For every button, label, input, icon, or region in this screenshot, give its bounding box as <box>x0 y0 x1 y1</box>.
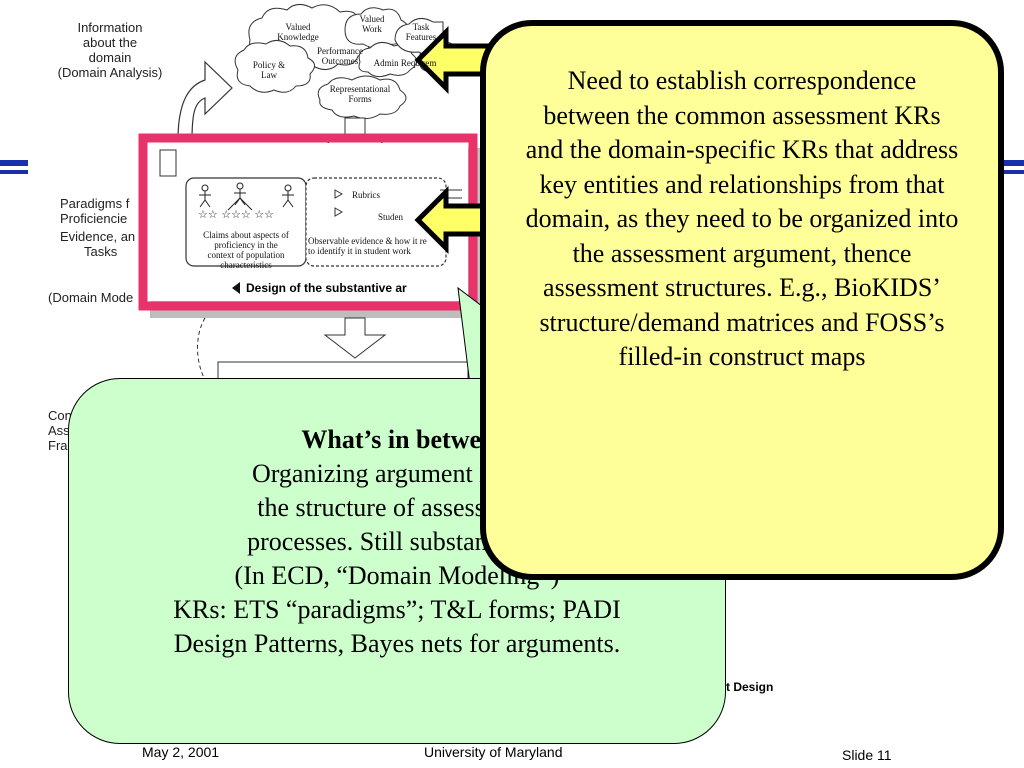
cloud-valued-knowledge: Valued Knowledge <box>277 22 319 42</box>
cloud-policy-law: Policy & Law <box>252 60 286 80</box>
population-figures <box>199 182 294 211</box>
star-glyphs: ☆☆ ☆☆☆ ☆☆ <box>198 208 274 221</box>
footer-slide: Slide 11 <box>842 747 892 763</box>
label-paradigms: Paradigms f Proficiencie Evidence, an Ta… <box>60 196 136 259</box>
label-conceptual: Con Ass Fra <box>48 408 72 453</box>
panel-caption: Design of the substantive ar <box>246 281 407 295</box>
yellow-callout-text: Need to establish correspondence between… <box>525 66 959 371</box>
cloud-representational-forms: Representational Forms <box>329 84 391 104</box>
student-label: Studen <box>378 212 404 222</box>
yellow-callout: Need to establish correspondence between… <box>480 20 1004 580</box>
rubrics-label: Rubrics <box>352 190 380 200</box>
footer-date: May 2, 2001 <box>142 744 220 760</box>
cloud-admin-requirements: Admin Requirem <box>373 58 437 68</box>
cloud-task-features: Task Features <box>405 22 437 42</box>
evidence-text: Observable evidence & how it re to ident… <box>308 236 427 256</box>
footer-org: University of Maryland <box>424 744 563 760</box>
label-domain-modeling: (Domain Mode <box>48 290 134 305</box>
claims-text: Claims about aspects of proficiency in t… <box>203 230 289 270</box>
green-line: Design Patterns, Bayes nets for argument… <box>173 629 621 658</box>
right-accent-bar <box>1000 160 1024 166</box>
cloud-performance-outcomes: Performance Outcomes <box>317 46 363 66</box>
down-arrow-bottom <box>323 317 387 359</box>
label-domain-analysis: Information about the domain (Domain Ana… <box>57 20 163 80</box>
green-line: KRs: ETS “paradigms”; T&L forms; PADI <box>173 595 621 624</box>
curved-arrow <box>177 60 233 141</box>
green-callout-title: What’s in betwee <box>301 425 493 454</box>
left-accent-bar <box>0 160 28 166</box>
bottom-right-text: t Design <box>726 680 774 694</box>
cloud-valued-work: Valued Work <box>359 14 385 34</box>
